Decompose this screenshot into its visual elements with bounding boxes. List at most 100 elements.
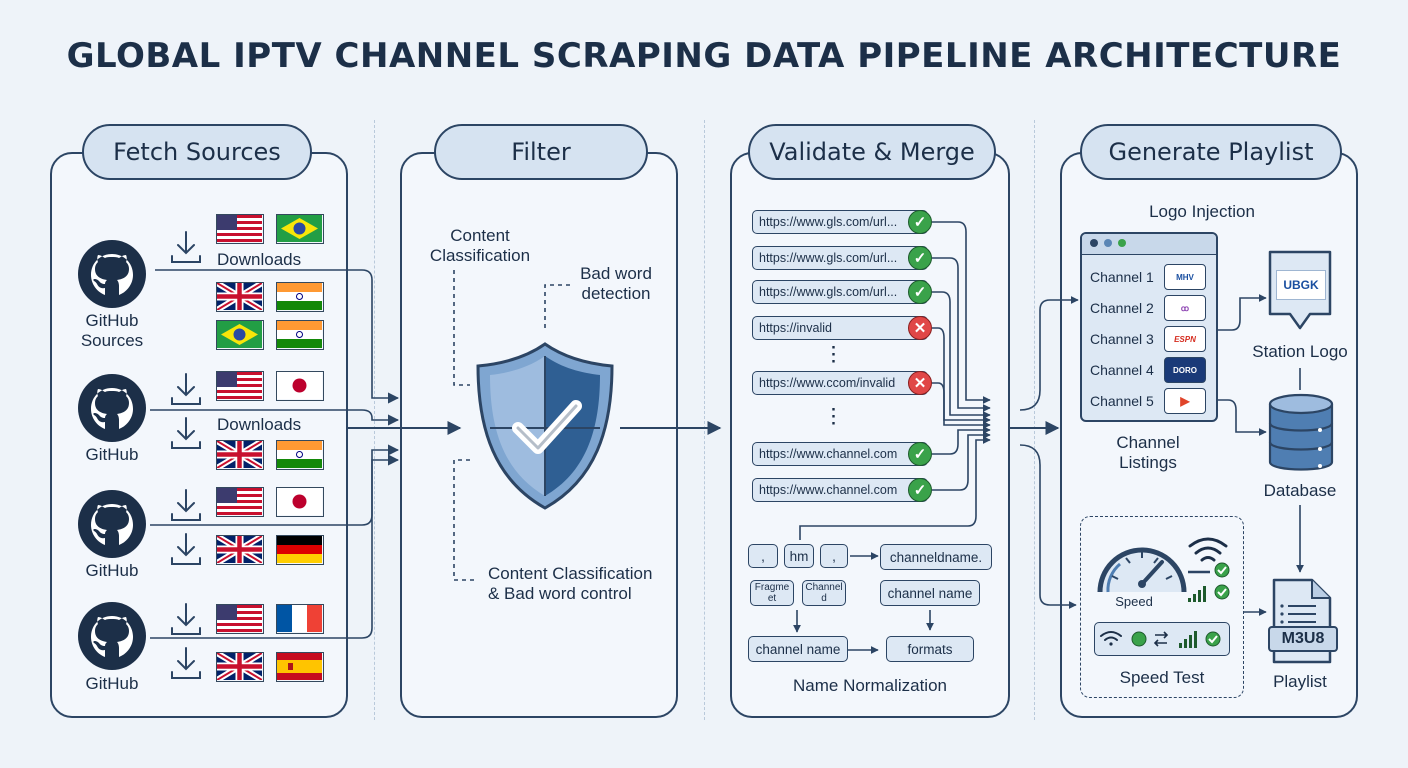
channel-row: Channel 2 ꝏ	[1088, 295, 1208, 321]
download-icon	[171, 533, 201, 565]
window-dot-icon	[1104, 239, 1112, 247]
ellipsis-icon: ···	[831, 400, 837, 433]
channel-name: Channel 4	[1090, 362, 1154, 378]
stage-filter: Filter	[434, 124, 648, 180]
uk-flag-icon	[216, 535, 264, 565]
stage-fetch-sources: Fetch Sources	[82, 124, 312, 180]
us-flag-icon	[216, 604, 264, 634]
channel-logo-icon: DORO	[1164, 357, 1206, 383]
logo-injection-label: Logo Injection	[1149, 202, 1255, 221]
india-flag-icon	[276, 320, 324, 350]
github-label: GitHub	[85, 561, 139, 580]
uk-flag-icon	[216, 440, 264, 470]
name-normalization-label: Name Normalization	[793, 676, 947, 695]
playlist-label: Playlist	[1273, 672, 1327, 691]
check-icon: ✓	[908, 210, 932, 234]
url-item: https://www.channel.com	[752, 442, 928, 466]
uk-flag-icon	[216, 282, 264, 312]
germany-flag-icon	[276, 535, 324, 565]
stage-validate-merge: Validate & Merge	[748, 124, 996, 180]
downloads-label: Downloads	[217, 415, 302, 434]
token-box: ,	[820, 544, 848, 568]
formats-box: formats	[886, 636, 974, 662]
window-dot-icon	[1118, 239, 1126, 247]
india-flag-icon	[276, 282, 324, 312]
network-status-icons	[1100, 631, 1221, 648]
station-logo-label: Station Logo	[1252, 342, 1348, 361]
channel-listings-label: Channel Listings	[1116, 433, 1180, 472]
channel-name: Channel 3	[1090, 331, 1154, 347]
channel-logo-icon: ꝏ	[1164, 295, 1206, 321]
url-item: https://www.channel.com	[752, 478, 928, 502]
channel-name: Channel 2	[1090, 300, 1154, 316]
github-icon	[78, 602, 146, 670]
database-icon	[1268, 393, 1334, 471]
github-label: GitHub	[85, 674, 139, 693]
channel-row: Channel 5 ▶	[1088, 388, 1208, 414]
channel-row: Channel 3 ESPN	[1088, 326, 1208, 352]
url-item: https://www.gls.com/url...	[752, 280, 928, 304]
url-item: https://www.gls.com/url...	[752, 210, 928, 234]
url-item: https://www.gls.com/url...	[752, 246, 928, 270]
channeldname-box: channeldname.	[880, 544, 992, 570]
speedometer-icon	[1097, 537, 1230, 602]
playlist-file-icon	[1272, 578, 1332, 664]
content-bad-word-control-label: Content Classification & Bad word contro…	[488, 564, 653, 603]
download-icons	[171, 231, 201, 679]
ellipsis-icon: ···	[831, 338, 837, 371]
token-box: hm	[784, 544, 814, 568]
uk-flag-icon	[216, 652, 264, 682]
stage-generate-playlist: Generate Playlist	[1080, 124, 1342, 180]
channel-row: Channel 1 MHV	[1088, 264, 1208, 290]
channeld-box: Channel d	[802, 580, 846, 606]
check-icon: ✓	[908, 280, 932, 304]
window-titlebar	[1082, 234, 1216, 255]
france-flag-icon	[276, 604, 324, 634]
download-icon	[171, 373, 201, 405]
page-title: GLOBAL IPTV CHANNEL SCRAPING DATA PIPELI…	[66, 36, 1342, 76]
station-logo-text: UBGK	[1276, 270, 1326, 300]
downloads-label: Downloads	[217, 250, 302, 269]
url-item: https://invalid	[752, 316, 928, 340]
token-box: ,	[748, 544, 778, 568]
speed-test-group	[1080, 516, 1244, 698]
brazil-flag-icon	[276, 214, 324, 244]
channel-name: Channel 1	[1090, 269, 1154, 285]
download-icon	[171, 489, 201, 521]
url-item: https://www.ccom/invalid	[752, 371, 928, 395]
stage-separator	[1034, 120, 1035, 720]
content-classification-label: Content Classification	[429, 226, 531, 265]
download-icon	[171, 231, 201, 263]
speed-label: Speed	[1115, 594, 1153, 609]
speed-status-bar	[1094, 622, 1230, 656]
check-icon: ✓	[908, 442, 932, 466]
channel-name-box: channel name	[880, 580, 980, 606]
channel-name-box: channel name	[748, 636, 848, 662]
spain-flag-icon	[276, 652, 324, 682]
us-flag-icon	[216, 487, 264, 517]
channel-name: Channel 5	[1090, 393, 1154, 409]
channel-logo-icon: ▶	[1164, 388, 1206, 414]
download-icon	[171, 417, 201, 449]
github-sources-label: GitHub Sources	[80, 311, 144, 350]
fragment-box: Fragme et	[750, 580, 794, 606]
bad-word-detection-label: Bad word detection	[580, 264, 652, 303]
channel-logo-icon: ESPN	[1164, 326, 1206, 352]
channel-logo-icon: MHV	[1164, 264, 1206, 290]
us-flag-icon	[216, 371, 264, 401]
japan-flag-icon	[276, 487, 324, 517]
download-icon	[171, 647, 201, 679]
stage-separator	[704, 120, 705, 720]
check-icon: ✓	[908, 478, 932, 502]
channel-row: Channel 4 DORO	[1088, 357, 1208, 383]
github-label: GitHub	[85, 445, 139, 464]
japan-flag-icon	[276, 371, 324, 401]
india-flag-icon	[276, 440, 324, 470]
cross-icon: ✕	[908, 316, 932, 340]
database-label: Database	[1263, 481, 1337, 500]
speed-test-label: Speed Test	[1119, 668, 1205, 687]
download-icon	[171, 603, 201, 635]
cross-icon: ✕	[908, 371, 932, 395]
github-icon	[78, 240, 146, 308]
